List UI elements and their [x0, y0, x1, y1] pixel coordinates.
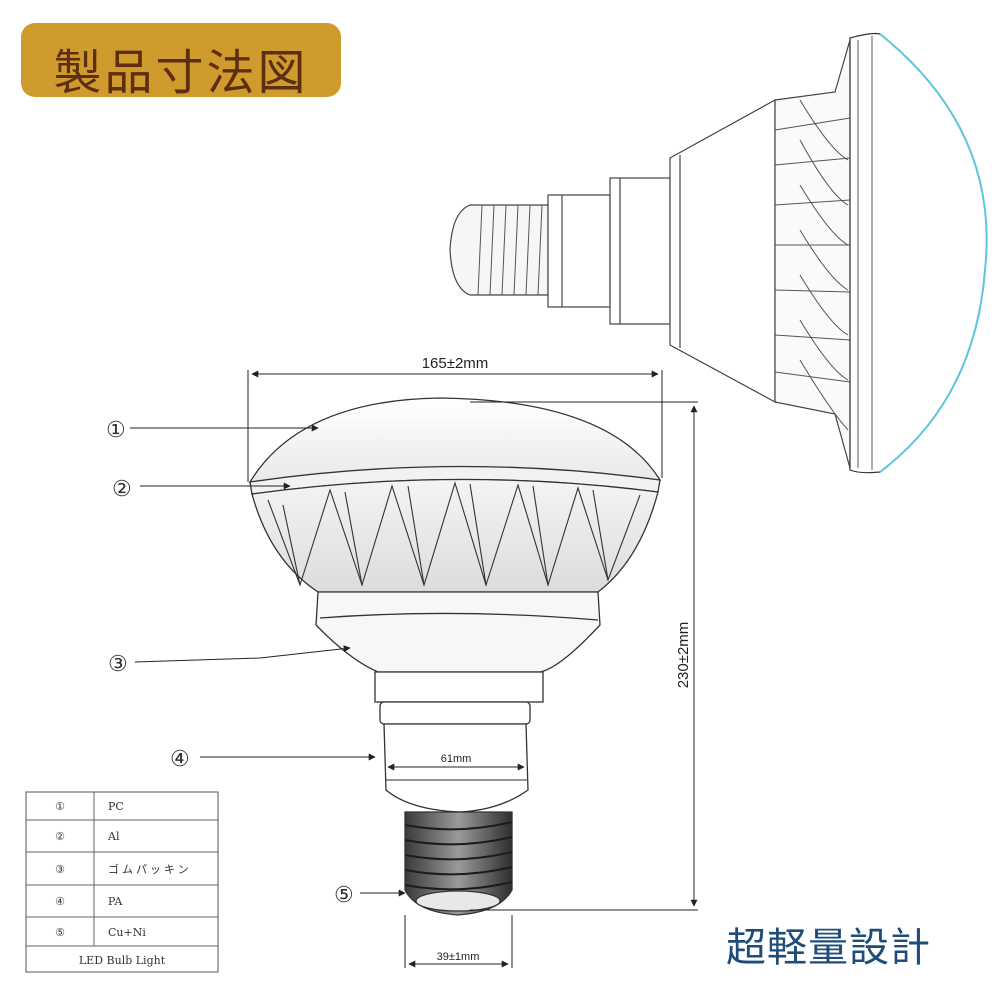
legend-material-2: Al: [107, 830, 120, 843]
legend-material-3: ゴムパッキン: [108, 862, 192, 876]
neck-dimension-label: 61mm: [441, 753, 472, 765]
footer-tagline: 超軽量設計: [726, 925, 931, 971]
legend-num-5: ⑤: [55, 926, 65, 939]
callout-4: ④: [170, 747, 190, 772]
callout-1: ①: [106, 418, 126, 443]
legend-material-5: Cu+Ni: [108, 926, 146, 939]
title-badge: 製品寸法図: [21, 23, 341, 101]
page-title: 製品寸法図: [53, 45, 309, 101]
dimension-lines: [247, 370, 698, 968]
legend-table: ① PC ② Al ③ ゴムパッキン ④ PA ⑤ Cu+Ni LED Bulb…: [25, 791, 219, 973]
legend-material-1: PC: [108, 800, 124, 813]
legend-num-2: ②: [55, 830, 65, 843]
front-view: [248, 397, 662, 916]
legend-num-4: ④: [55, 895, 65, 908]
callout-5: ⑤: [334, 883, 354, 908]
callout-3: ③: [108, 652, 128, 677]
legend-num-3: ③: [55, 863, 65, 876]
legend-footer: LED Bulb Light: [79, 954, 166, 967]
width-dimension-label: 165±2mm: [422, 355, 489, 372]
height-dimension-label: 230±2mm: [675, 622, 692, 689]
legend-material-4: PA: [108, 895, 123, 908]
legend-num-1: ①: [55, 800, 65, 813]
base-dimension-label: 39±1mm: [437, 951, 480, 963]
callout-2: ②: [112, 477, 132, 502]
callout-leaders: [130, 424, 406, 897]
side-view: [449, 32, 988, 474]
